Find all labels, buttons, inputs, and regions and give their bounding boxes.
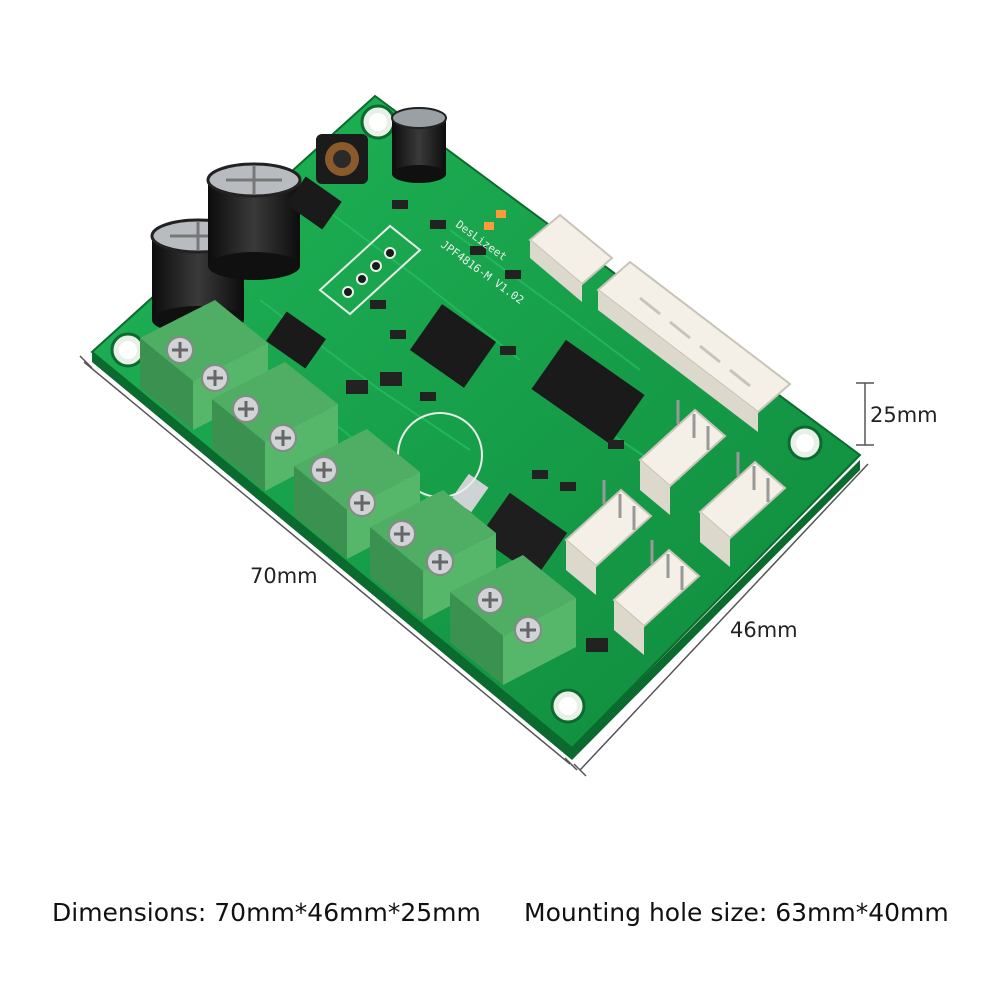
connector-3pin-4 [612, 540, 701, 655]
connector-3pin-1 [638, 400, 727, 515]
mounting-hole-top [360, 104, 396, 140]
led-indicators [484, 210, 506, 230]
capacitor-large-2 [206, 162, 302, 280]
screw-terminal-block-4 [370, 490, 496, 620]
dimensions-caption: Dimensions: 70mm*46mm*25mm [52, 898, 481, 927]
mosfet [451, 473, 568, 578]
inductor [316, 134, 368, 184]
mounting-hole-left [110, 332, 146, 368]
screw-terminal-block-3 [294, 429, 420, 559]
dimension-line-height [856, 382, 874, 446]
chip-driver [531, 339, 645, 445]
smd-components [346, 200, 624, 652]
width-label: 46mm [730, 618, 798, 642]
connector-3pin-2 [698, 452, 787, 567]
length-label: 70mm [250, 564, 318, 588]
chip-main [409, 304, 497, 388]
connector-8pin [596, 260, 792, 432]
mounting-hole-right [787, 425, 823, 461]
pcb-edge [92, 352, 860, 760]
height-label: 25mm [870, 403, 938, 427]
connector-3pin-top [528, 213, 614, 302]
dimension-line-width [573, 463, 869, 777]
screw-terminal-block-1 [140, 300, 268, 430]
chip-small-2 [286, 176, 342, 230]
mounting-hole-bottom [550, 688, 586, 724]
capacitor-small [391, 107, 447, 183]
silk-pads [342, 247, 396, 298]
screw-terminal-block-2 [212, 362, 338, 491]
chip-small-1 [266, 311, 326, 369]
dimension-line-length [79, 355, 578, 771]
mounting-hole-caption: Mounting hole size: 63mm*40mm [524, 898, 949, 927]
screw-terminal-block-5 [450, 555, 576, 685]
connector-3pin-3 [564, 480, 653, 595]
